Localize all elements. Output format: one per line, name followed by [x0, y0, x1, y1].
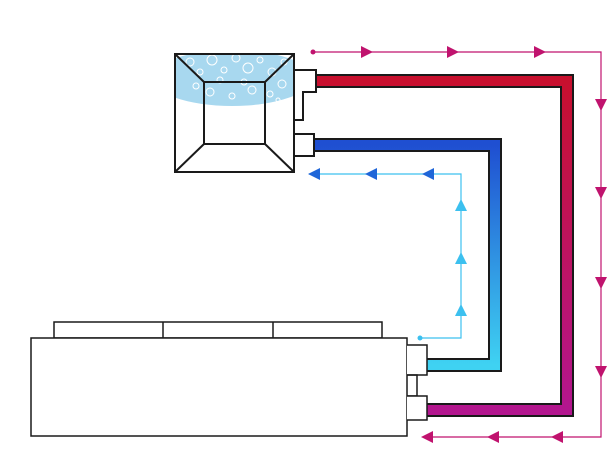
- bubble: [196, 68, 204, 76]
- flow-arrow-icon: [422, 168, 434, 180]
- hot-flow-arrows: [310, 46, 607, 443]
- bubble: [266, 90, 274, 98]
- cold-pipe: [314, 138, 502, 372]
- cold-flow-arrows: [308, 168, 467, 341]
- flow-arrow-icon: [308, 168, 320, 180]
- flow-arrow-icon: [365, 168, 377, 180]
- bubble: [275, 97, 281, 103]
- flow-arrow-icon: [595, 187, 607, 199]
- flow-arrow-icon: [487, 431, 499, 443]
- flow-arrow-icon: [421, 431, 433, 443]
- flow-arrow-icon: [595, 277, 607, 289]
- bubble: [242, 62, 254, 74]
- bubble: [205, 87, 215, 97]
- hot-pipe: [316, 74, 574, 417]
- flow-arrow-icon: [455, 252, 467, 264]
- flow-arrow-icon: [447, 46, 459, 58]
- bubble: [256, 56, 264, 64]
- bubble: [185, 57, 195, 67]
- bubble: [228, 92, 236, 100]
- bubble: [247, 85, 257, 95]
- flow-arrow-icon: [595, 366, 607, 378]
- flow-arrow-icon: [595, 99, 607, 111]
- flow-arrow-icon: [361, 46, 373, 58]
- bubble: [277, 79, 287, 89]
- flow-arrow-icon: [551, 431, 563, 443]
- flow-arrow-icon: [534, 46, 546, 58]
- flow-arrow-icon: [455, 304, 467, 316]
- bubble: [220, 66, 228, 74]
- flow-arrow-icon: [455, 199, 467, 211]
- bubble: [231, 54, 241, 63]
- base-unit: [30, 321, 428, 437]
- water-tank-icon: [174, 53, 317, 173]
- bubble: [192, 82, 200, 90]
